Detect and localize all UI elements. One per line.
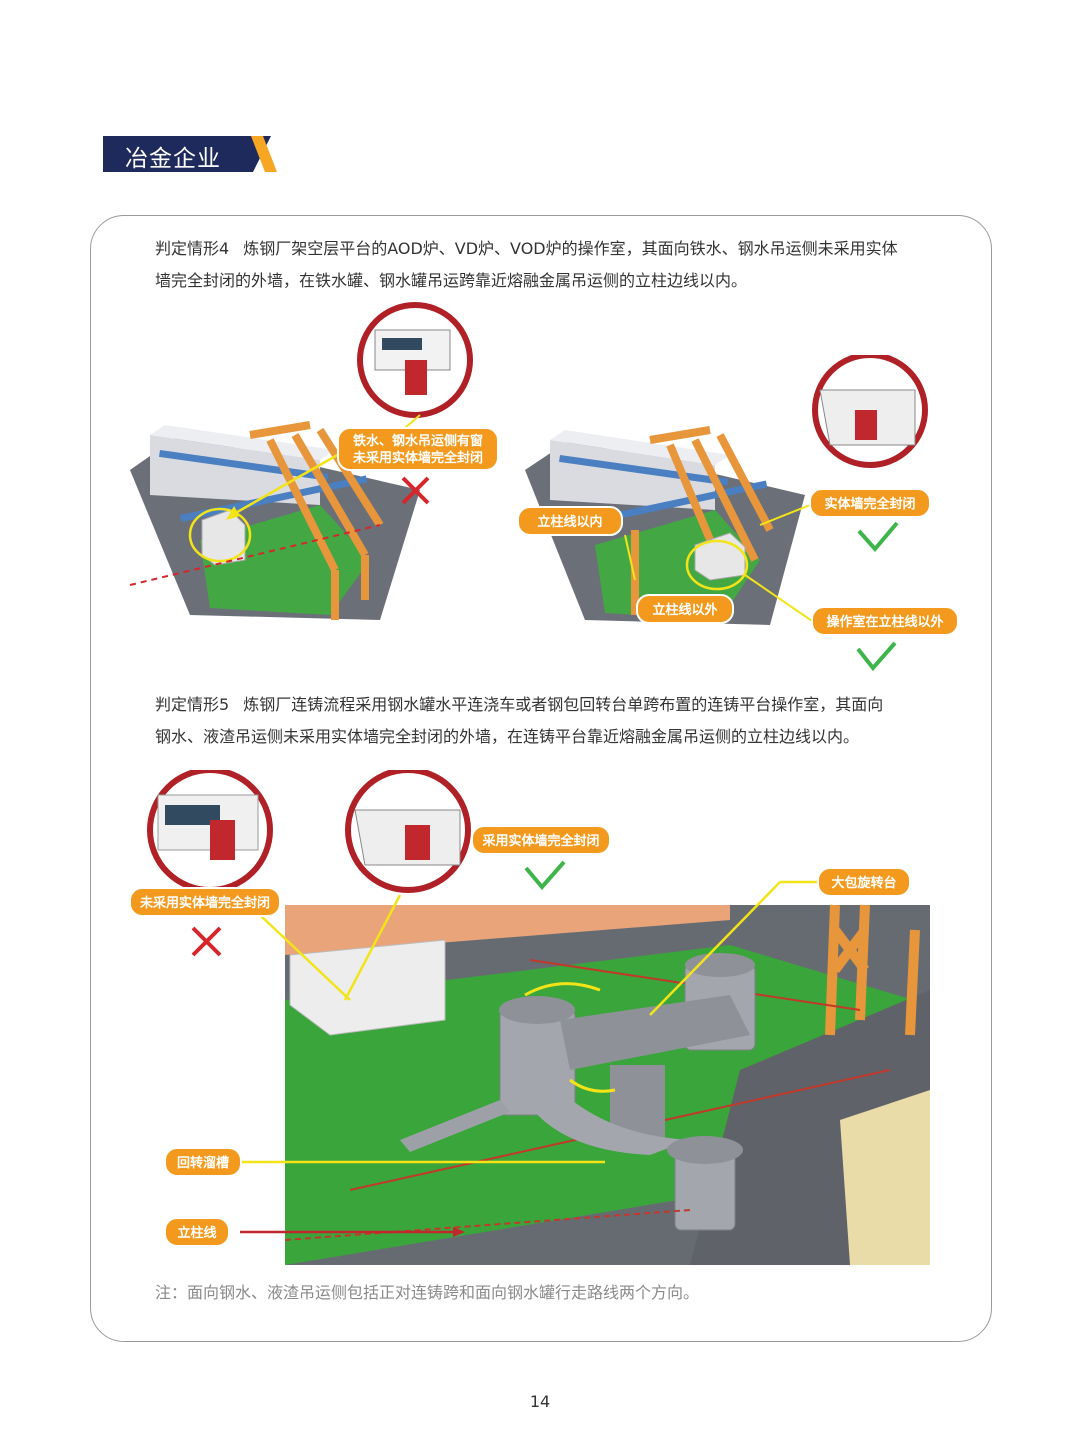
case4-callout-wall: 实体墙完全封闭 <box>824 496 915 512</box>
case4-line1: 炼钢厂架空层平台的AOD炉、VD炉、VOD炉的操作室，其面向铁水、钢水吊运侧未采… <box>243 239 898 258</box>
case4-right-figure: 立柱线以内 立柱线以外 实体墙完全封闭 操作室在立柱线以外 <box>517 355 959 672</box>
case5-figure: 未采用实体墙完全封闭 采用实体墙完全封闭 大包旋转台 回转溜槽 立柱线 <box>130 770 930 1265</box>
case4-line2: 墙完全封闭的外墙，在铁水罐、钢水罐吊运跨靠近熔融金属吊运侧的立柱边线以内。 <box>155 271 748 290</box>
cross-icon <box>401 476 430 505</box>
check-icon <box>857 521 899 553</box>
case5-callout-chute: 回转溜槽 <box>177 1155 229 1171</box>
case4-left-callout-2: 未采用实体墙完全封闭 <box>352 450 483 466</box>
case4-lead: 判定情形4 <box>155 239 230 258</box>
case4-callout-room: 操作室在立柱线以外 <box>826 614 943 630</box>
case4-label-inside: 立柱线以内 <box>537 514 602 530</box>
case4-label-outside: 立柱线以外 <box>652 602 717 618</box>
case4-left-callout-1: 铁水、钢水吊运侧有窗 <box>352 433 483 449</box>
check-icon <box>856 641 897 672</box>
footnote: 注：面向钢水、液渣吊运侧包括正对连铸跨和面向钢水罐行走路线两个方向。 <box>155 1283 700 1302</box>
case5-callout-not-closed: 未采用实体墙完全封闭 <box>139 895 270 911</box>
case4-left-figure: 铁水、钢水吊运侧有窗 未采用实体墙完全封闭 <box>129 302 499 620</box>
page-number: 14 <box>529 1392 551 1411</box>
case5-line1: 炼钢厂连铸流程采用钢水罐水平连浇车或者钢包回转台单跨布置的连铸平台操作室，其面向 <box>243 695 884 714</box>
case5-lead: 判定情形5 <box>155 695 230 714</box>
section-title: 冶金企业 <box>125 146 221 172</box>
case5-line2: 钢水、液渣吊运侧未采用实体墙完全封闭的外墙，在连铸平台靠近熔融金属吊运侧的立柱边… <box>155 727 860 746</box>
case5-callout-closed: 采用实体墙完全封闭 <box>481 833 599 849</box>
case5-paragraph: 判定情形5 炼钢厂连铸流程采用钢水罐水平连浇车或者钢包回转台单跨布置的连铸平台操作… <box>155 689 975 753</box>
section-tag: 冶金企业 <box>103 136 277 172</box>
case4-paragraph: 判定情形4 炼钢厂架空层平台的AOD炉、VD炉、VOD炉的操作室，其面向铁水、钢水… <box>155 233 975 297</box>
check-icon <box>524 860 566 891</box>
cross-icon <box>191 926 222 957</box>
case5-callout-turret: 大包旋转台 <box>831 875 896 891</box>
case5-callout-column: 立柱线 <box>177 1225 216 1241</box>
